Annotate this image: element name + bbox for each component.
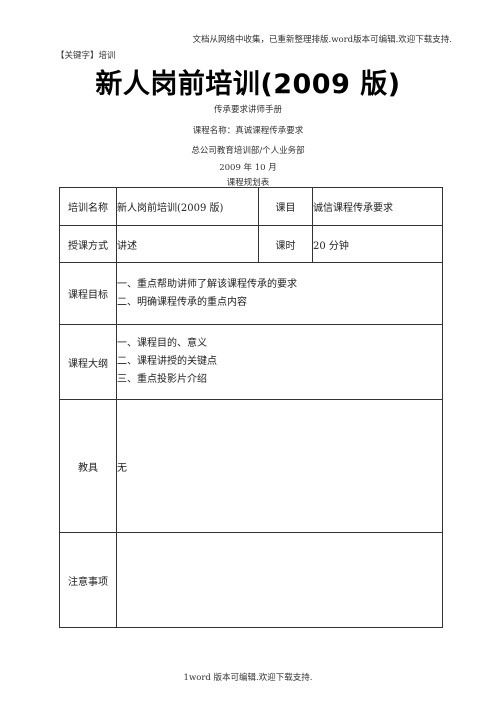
- footer-note: 1word 版本可编辑.欢迎下载支持.: [183, 673, 313, 683]
- outline-item: 二、课程讲授的关键点: [117, 356, 217, 367]
- objective-item: 一、重点帮助讲师了解该课程传承的要求: [117, 278, 297, 290]
- table-caption: 课程规划表: [226, 178, 270, 188]
- outline-item: 三、重点投影片介绍: [117, 374, 207, 385]
- course-name-line: 课程名称：真诚课程传承要求: [192, 126, 304, 136]
- table-row: 课程大纲 一、课程目的、意义 二、课程讲授的关键点 三、重点投影片介绍: [59, 324, 443, 400]
- top-note: 文档从网络中收集，已重新整理排版.word版本可编辑.欢迎下载支持.: [192, 35, 452, 45]
- objectives-label: 课程目标: [59, 262, 117, 325]
- duration-label: 课时: [258, 225, 313, 263]
- table-row: 教具 无: [59, 399, 443, 533]
- notes-label: 注意事项: [59, 532, 117, 628]
- table-row: 培训名称 新人岗前培训(2009 版) 课目 诚信课程传承要求: [59, 187, 443, 226]
- subject-label: 课目: [258, 187, 313, 226]
- training-name-value: 新人岗前培训(2009 版): [116, 187, 259, 226]
- document-title: 新人岗前培训(2009 版): [95, 69, 401, 100]
- table-row: 课程目标 一、重点帮助讲师了解该课程传承的要求 二、明确课程传承的重点内容: [59, 262, 443, 325]
- subject-value: 诚信课程传承要求: [312, 187, 443, 226]
- objective-item: 二、明确课程传承的重点内容: [117, 296, 247, 308]
- materials-label: 教具: [59, 399, 117, 533]
- date-line: 2009 年 10 月: [219, 163, 277, 173]
- outline-label: 课程大纲: [59, 324, 117, 400]
- outline-value: 一、课程目的、意义 二、课程讲授的关键点 三、重点投影片介绍: [116, 324, 443, 400]
- objectives-value: 一、重点帮助讲师了解该课程传承的要求 二、明确课程传承的重点内容: [116, 262, 443, 325]
- materials-value: 无: [116, 399, 443, 533]
- teaching-method-label: 授课方式: [59, 225, 117, 263]
- document-subtitle: 传承要求讲师手册: [213, 105, 282, 115]
- table-row: 注意事项: [59, 532, 443, 628]
- department-line: 总公司教育培训部/个人业务部: [191, 146, 305, 156]
- training-name-label: 培训名称: [59, 187, 117, 226]
- duration-value: 20 分钟: [312, 225, 443, 263]
- course-plan-table: 培训名称 新人岗前培训(2009 版) 课目 诚信课程传承要求 授课方式 讲述 …: [59, 187, 443, 628]
- outline-item: 一、课程目的、意义: [117, 338, 207, 349]
- table-row: 授课方式 讲述 课时 20 分钟: [59, 225, 443, 263]
- teaching-method-value: 讲述: [116, 225, 259, 263]
- notes-value: [116, 532, 443, 628]
- keyword-line: 【关键字】培训: [56, 51, 116, 61]
